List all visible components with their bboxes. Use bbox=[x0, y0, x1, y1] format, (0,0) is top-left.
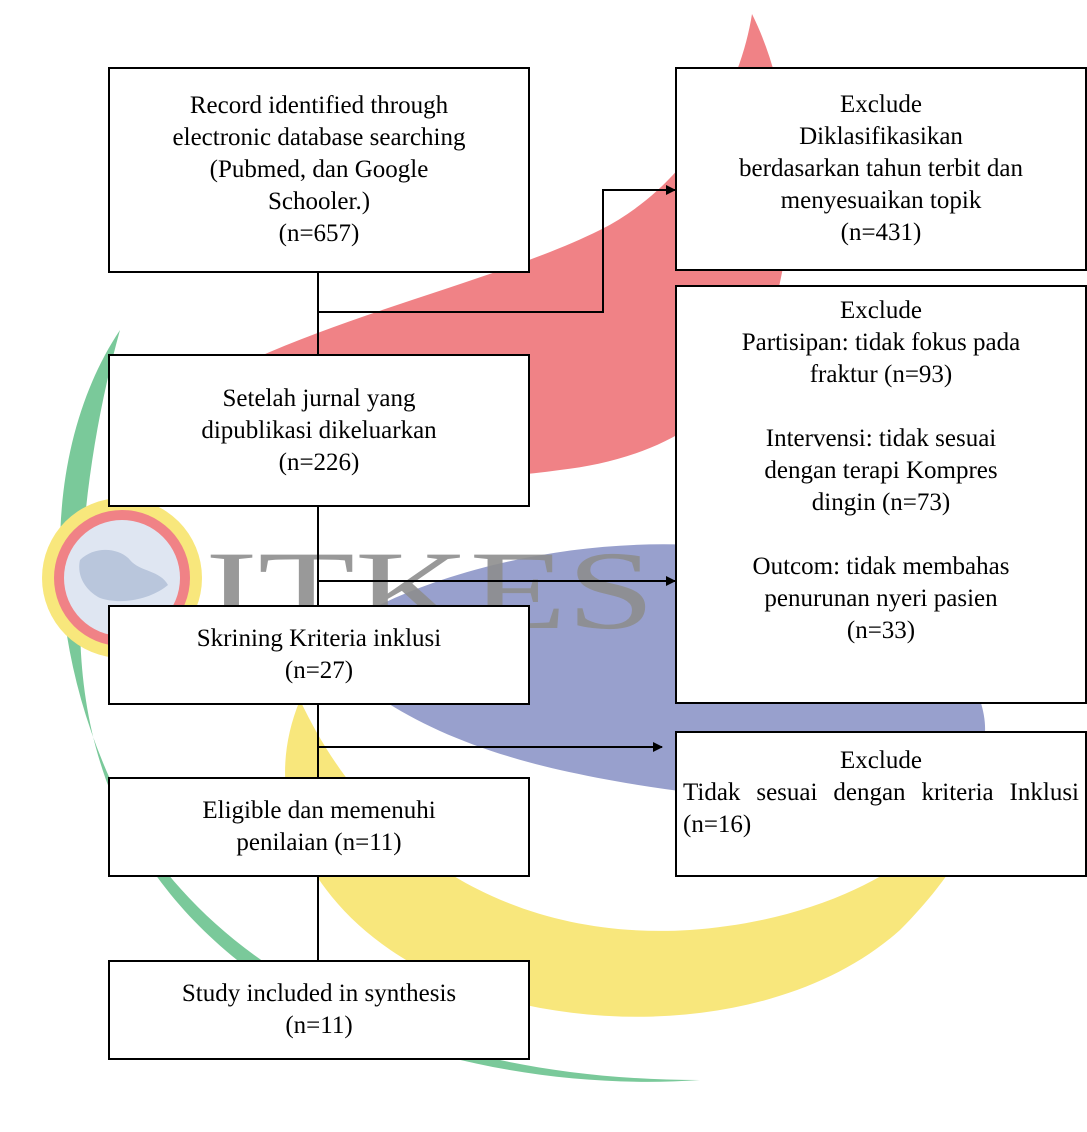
exclude-first-line-3: menyesuaikan topik bbox=[780, 187, 982, 214]
records-identified-line-2: electronic database searching bbox=[172, 124, 466, 151]
after-removal-box: Setelah jurnal yang dipublikasi dikeluar… bbox=[108, 354, 530, 507]
partisipan-line-2: fraktur (n=93) bbox=[809, 361, 953, 388]
included-label: Study included in synthesis bbox=[181, 980, 457, 1007]
records-identified-line-1: Record identified through bbox=[189, 92, 449, 119]
after-removal-line-2: dipublikasi dikeluarkan bbox=[201, 416, 437, 444]
screening-count: (n=27) bbox=[284, 657, 354, 684]
after-removal-line-1: Setelah jurnal yang bbox=[222, 384, 416, 412]
exclude-first-line-2: berdasarkan tahun terbit dan bbox=[739, 155, 1023, 182]
records-identified-line-4: Schooler.) bbox=[267, 188, 371, 215]
outcome-line-1: Outcom: tidak membahas bbox=[752, 553, 1010, 580]
outcome-line-2: penurunan nyeri pasien bbox=[764, 585, 998, 612]
outcome-line-3: (n=33) bbox=[846, 617, 916, 644]
exclude-first-box: Exclude Diklasifikasikan berdasarkan tah… bbox=[675, 67, 1087, 271]
exclude-first-line-1: Diklasifikasikan bbox=[799, 123, 963, 150]
intervensi-line-2: dengan terapi Kompres bbox=[764, 457, 998, 484]
exclude-second-box: Exclude Partisipan: tidak fokus pada fra… bbox=[675, 285, 1087, 704]
included-count: (n=11) bbox=[285, 1012, 353, 1039]
included-box: Study included in synthesis (n=11) bbox=[108, 960, 530, 1060]
intervensi-line-3: dingin (n=73) bbox=[811, 489, 951, 516]
exclude-third-body: Tidak sesuai dengan kriteria Inklusi (n=… bbox=[683, 779, 1079, 838]
eligible-line-1: Eligible dan memenuhi bbox=[202, 797, 436, 824]
watermark-yellow-arc bbox=[285, 700, 990, 1017]
screening-label: Skrining Kriteria inklusi bbox=[196, 625, 442, 652]
exclude-third-heading: Exclude bbox=[840, 747, 922, 774]
exclude-third-box: Exclude Tidak sesuai dengan kriteria Ink… bbox=[675, 731, 1087, 877]
after-removal-count: (n=226) bbox=[278, 448, 360, 476]
partisipan-line-1: Partisipan: tidak fokus pada bbox=[741, 329, 1021, 356]
exclude-first-count: (n=431) bbox=[840, 219, 922, 246]
intervensi-line-1: Intervensi: tidak sesuai bbox=[765, 425, 997, 452]
exclude-second-heading: Exclude bbox=[840, 297, 922, 324]
records-identified-count: (n=657) bbox=[278, 220, 360, 247]
records-identified-box: Record identified through electronic dat… bbox=[108, 67, 530, 273]
exclude-first-heading: Exclude bbox=[840, 91, 922, 118]
records-identified-line-3: (Pubmed, dan Google bbox=[209, 156, 429, 183]
eligible-box: Eligible dan memenuhi penilaian (n=11) bbox=[108, 777, 530, 877]
screening-box: Skrining Kriteria inklusi (n=27) bbox=[108, 605, 530, 705]
watermark-globe-land bbox=[79, 549, 168, 602]
eligible-line-2: penilaian (n=11) bbox=[236, 829, 402, 856]
